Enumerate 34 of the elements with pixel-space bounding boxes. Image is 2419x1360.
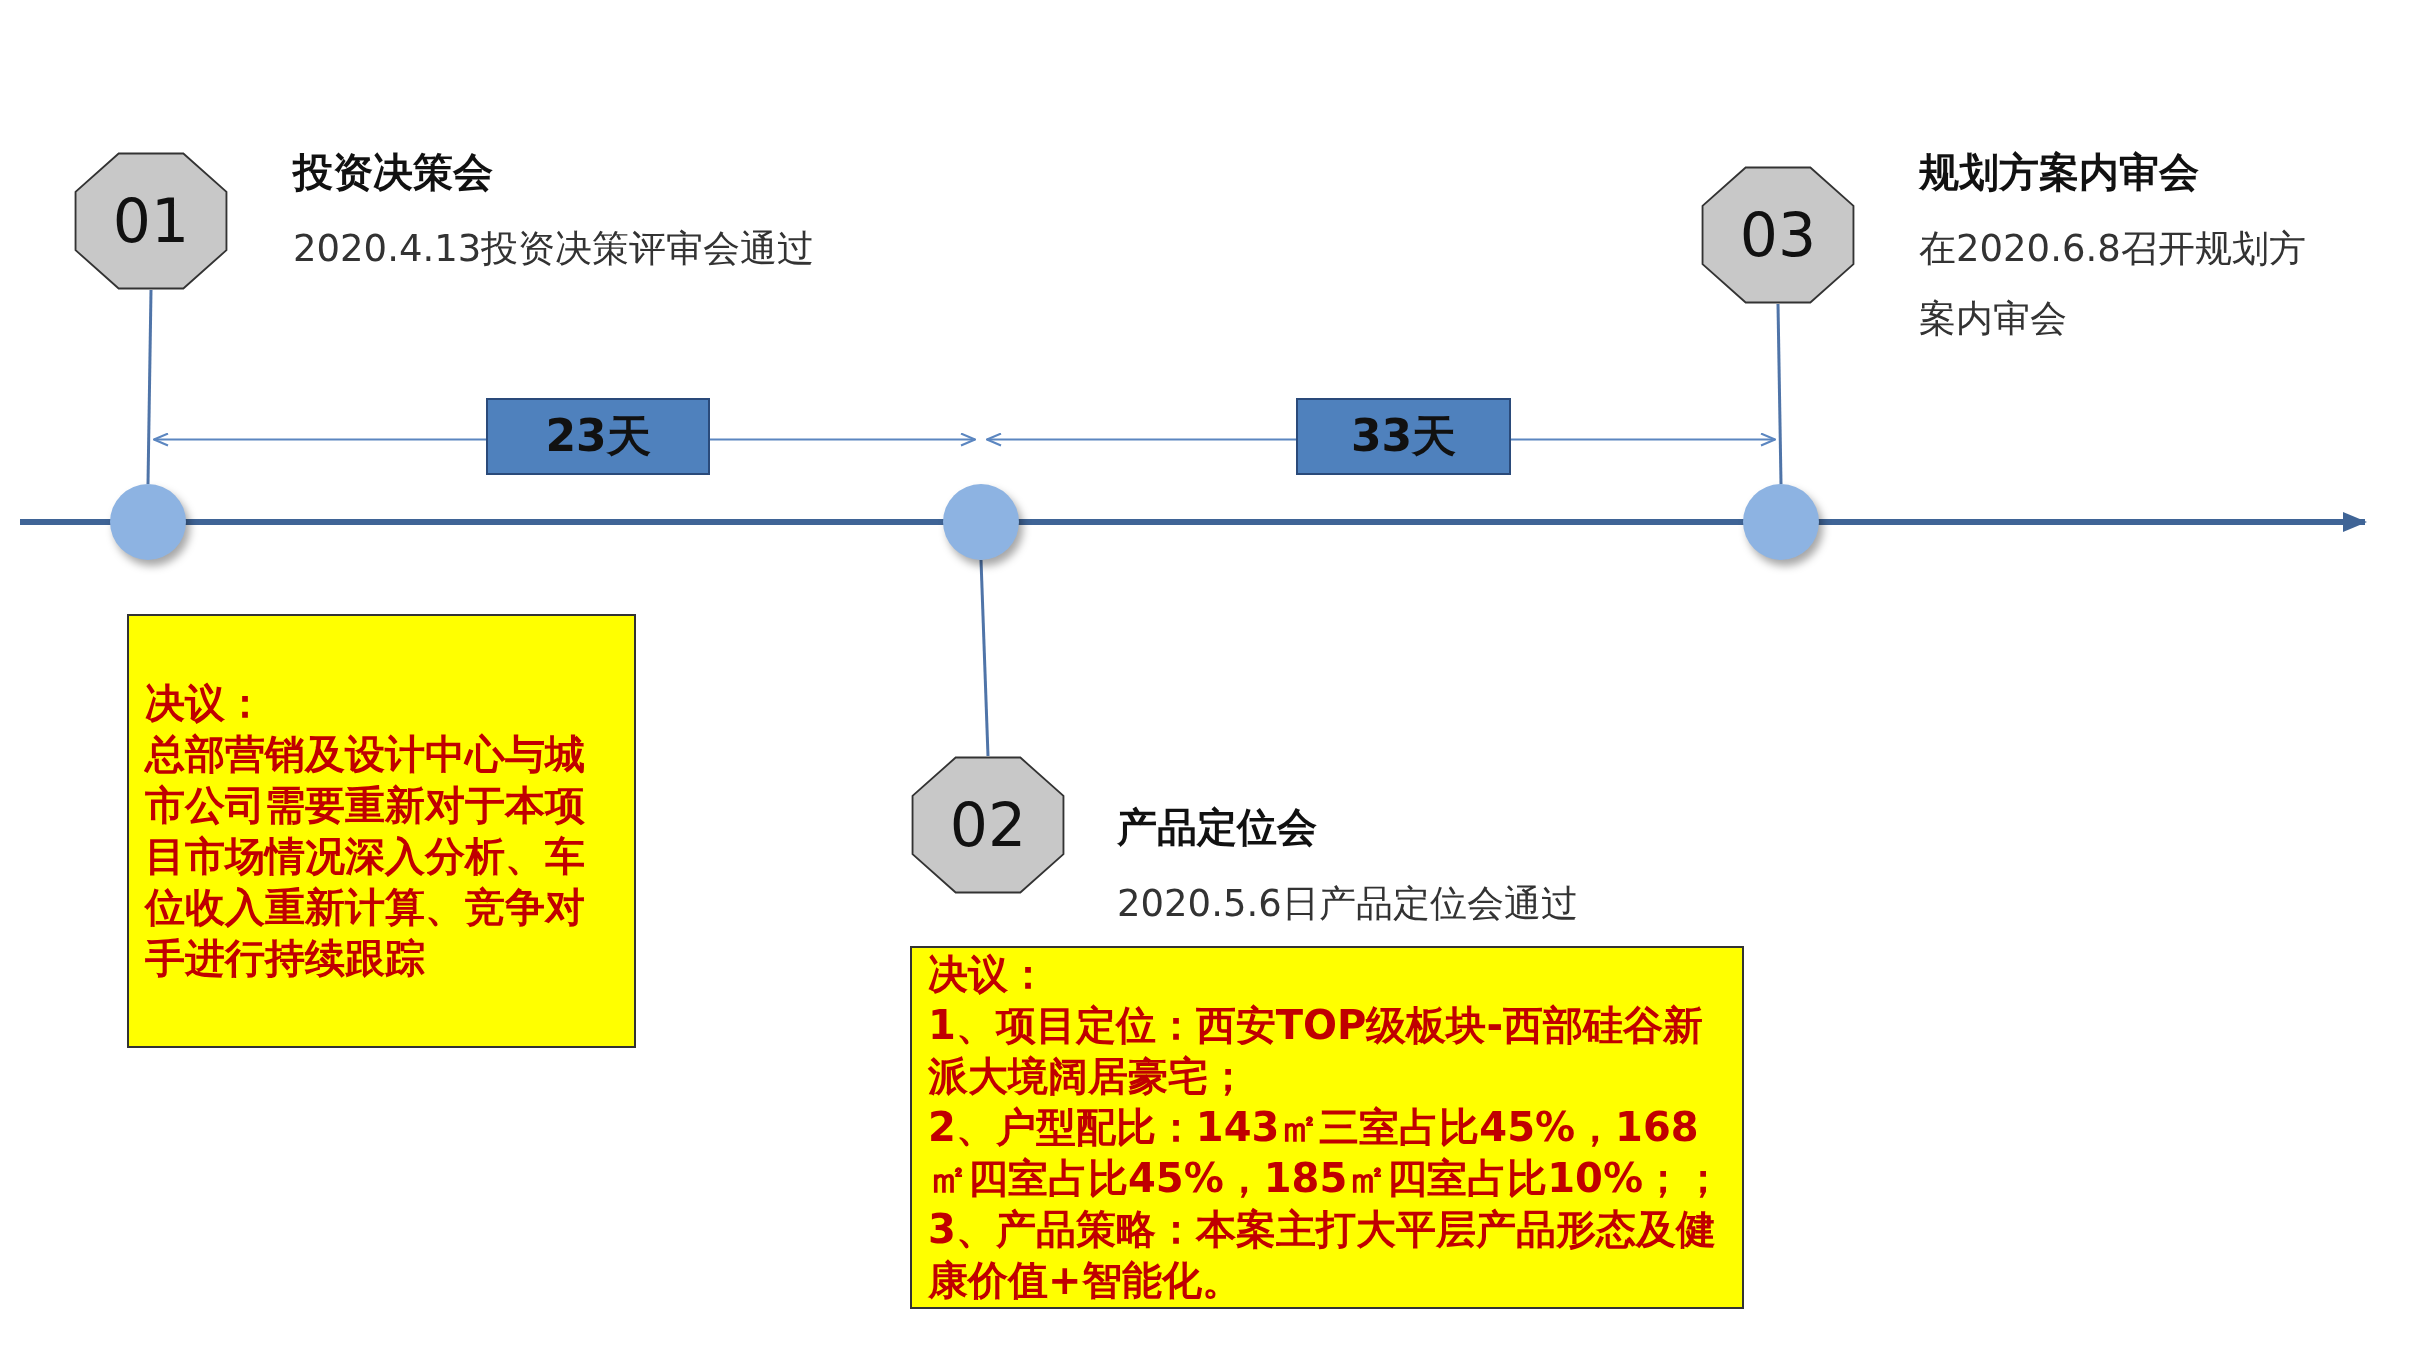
timeline-dot: [1743, 484, 1819, 560]
resolution-box: [910, 946, 1744, 1309]
milestone-title: 规划方案内审会: [1919, 148, 2200, 197]
milestone-description: 2020.5.6日产品定位会通过: [1117, 881, 1579, 927]
duration-arrow: [1510, 432, 1776, 447]
milestone-description: 在2020.6.8召开规划方案内审会: [1919, 226, 2307, 342]
milestone-number: 02: [949, 790, 1027, 860]
resolution-text: 3、产品策略：本案主打大平层产品形态及健康价值+智能化。: [928, 1205, 1717, 1305]
resolution-text: 1、项目定位：西安TOP级板块-西部硅谷新派大境阔居豪宅；: [928, 1001, 1705, 1101]
milestone-number: 01: [112, 186, 190, 256]
duration-box: [486, 398, 710, 475]
duration-label: 33天: [1350, 409, 1457, 463]
milestone-title: 投资决策会: [293, 148, 494, 197]
milestone-title: 产品定位会: [1117, 803, 1318, 852]
duration-label: 23天: [545, 409, 651, 463]
connector-line: [146, 289, 153, 485]
duration-arrow: [986, 432, 1297, 447]
milestone-number: 03: [1739, 200, 1817, 270]
connector-line: [979, 559, 990, 757]
duration-arrow: [709, 432, 976, 447]
milestone-octagon: [911, 756, 1065, 894]
duration-box: [1296, 398, 1511, 475]
connector-line: [1776, 303, 1783, 485]
milestone-octagon: [1701, 166, 1855, 304]
milestone-octagon: [74, 152, 228, 290]
timeline-dot: [110, 484, 186, 560]
resolution-heading: 决议：: [928, 950, 1049, 999]
timeline-dot: [943, 484, 1019, 560]
milestone-description: 2020.4.13投资决策评审会通过: [293, 226, 816, 272]
resolution-heading: 决议：: [145, 679, 266, 728]
duration-arrow: [153, 432, 487, 447]
resolution-text: 总部营销及设计中心与城市公司需要重新对于本项目市场情况深入分析、车位收入重新计算、竞争对手进行持续跟踪: [145, 730, 586, 983]
resolution-box: [127, 614, 636, 1048]
resolution-text: 2、户型配比：143㎡三室占比45%，168㎡四室占比45%，185㎡四室占比10%；；: [928, 1103, 1724, 1203]
